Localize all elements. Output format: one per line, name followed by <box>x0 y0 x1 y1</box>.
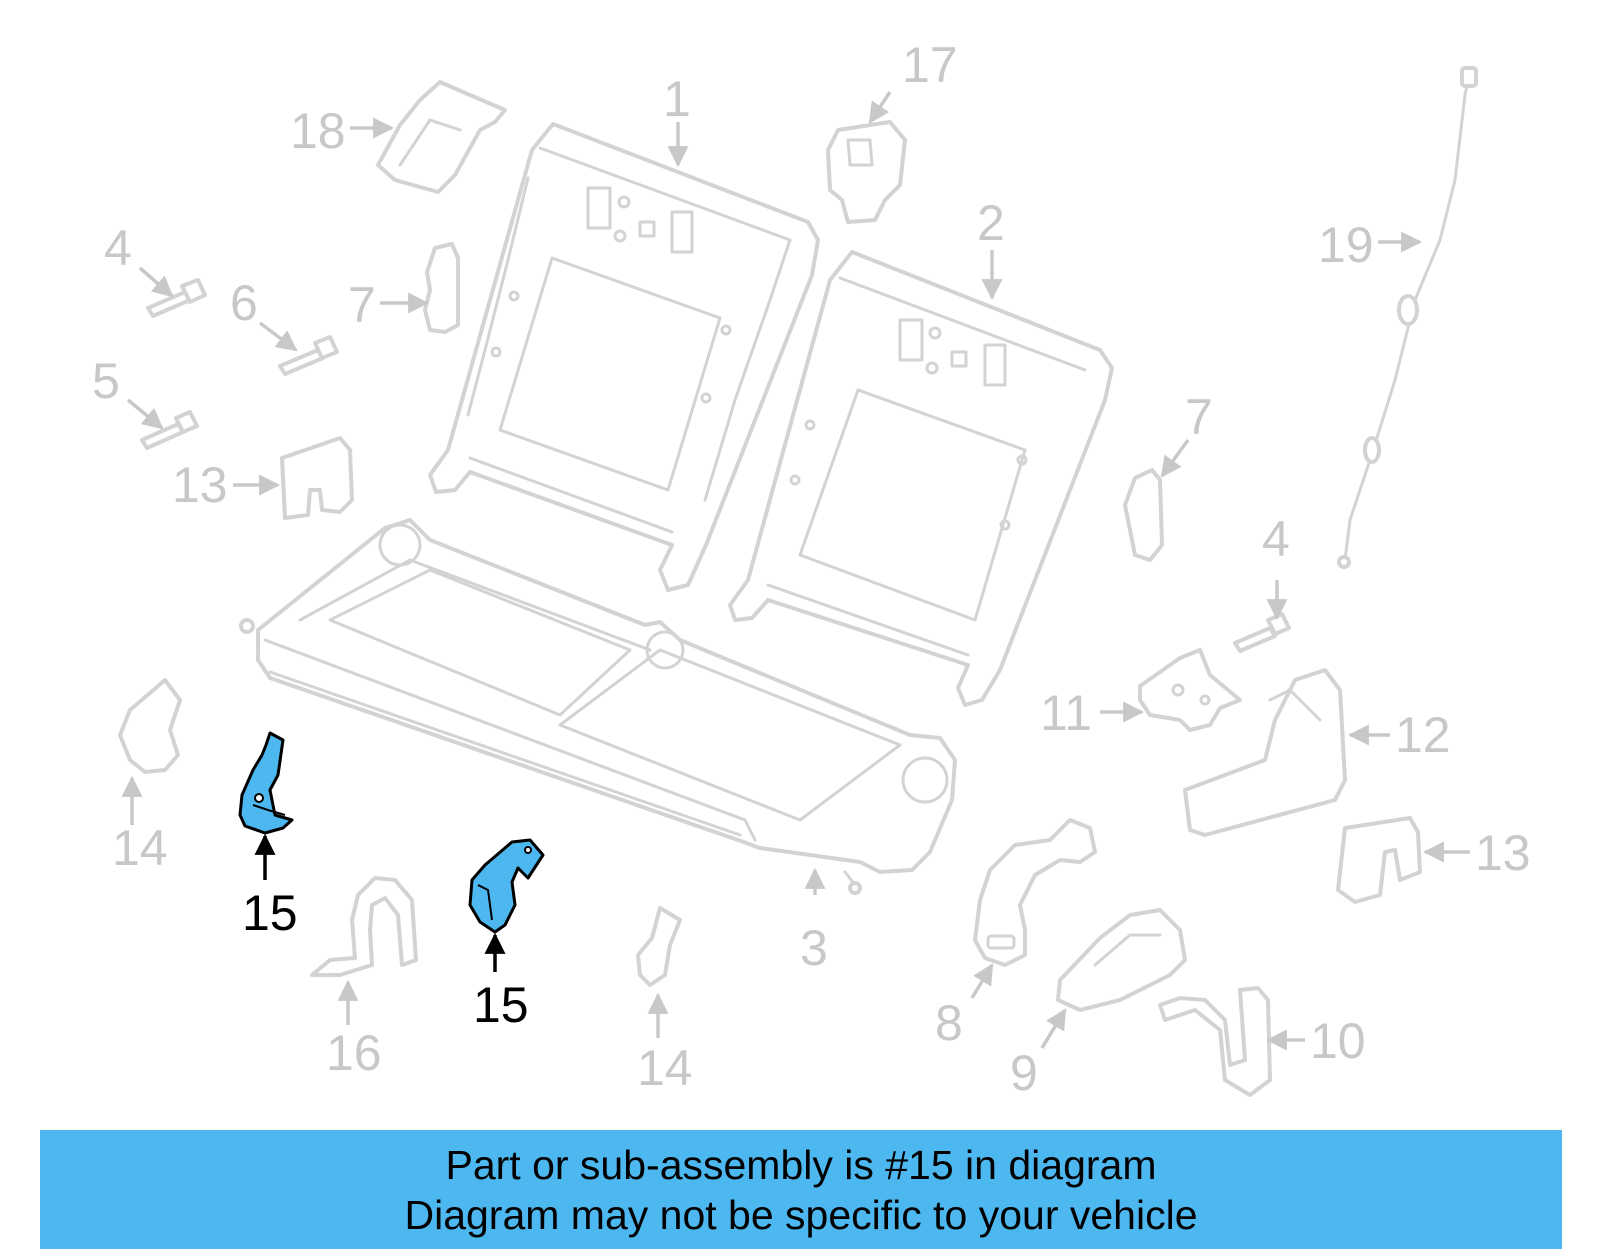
callout-labels: 1 2 3 4 4 5 6 7 7 8 9 10 11 12 13 13 14 … <box>92 37 1531 1101</box>
seatback-frame-left <box>428 122 820 592</box>
part-9-housing <box>1056 908 1187 1012</box>
callout-15-left: 15 <box>242 885 298 941</box>
callout-5: 5 <box>92 353 120 409</box>
part-5-bolt <box>140 410 199 450</box>
callout-14-center: 14 <box>637 1040 693 1096</box>
callout-13-right: 13 <box>1475 825 1531 881</box>
part-7-trim-left <box>423 242 460 334</box>
callout-2: 2 <box>977 195 1005 251</box>
part-12-trim-cover <box>1183 668 1347 837</box>
part-15-bracket-right <box>468 838 545 934</box>
seatback-frame-right <box>728 250 1114 707</box>
callout-9: 9 <box>1010 1045 1038 1101</box>
callout-16: 16 <box>326 1025 382 1081</box>
part-19-cable <box>1337 66 1478 569</box>
callout-8: 8 <box>935 995 963 1051</box>
part-14-bracket-left <box>118 678 182 774</box>
seat-cushion-frame <box>239 518 957 895</box>
callout-13-left: 13 <box>172 457 228 513</box>
banner-part-text: Part or sub-assembly is #15 in diagram <box>445 1142 1157 1188</box>
callout-12: 12 <box>1395 707 1451 763</box>
callout-6: 6 <box>230 275 258 331</box>
part-7-trim-right <box>1123 468 1164 562</box>
callout-4-left: 4 <box>104 220 132 276</box>
part-10-clip <box>1158 986 1272 1097</box>
callout-15-right: 15 <box>473 977 529 1033</box>
callout-3: 3 <box>800 920 828 976</box>
callout-7-left: 7 <box>348 277 376 333</box>
info-banner: Part or sub-assembly is #15 in diagram D… <box>40 1130 1562 1249</box>
callout-4-right: 4 <box>1262 511 1290 567</box>
part-8-bracket <box>973 818 1097 967</box>
part-4-bolt-right <box>1233 612 1291 653</box>
callout-1: 1 <box>663 71 691 127</box>
part-14-bracket-center <box>636 906 682 987</box>
part-13-cover-right <box>1336 816 1422 904</box>
part-11-bracket <box>1138 648 1242 732</box>
part-4-bolt-left <box>146 278 207 318</box>
part-15-bracket-left <box>238 731 294 835</box>
callout-18: 18 <box>290 103 346 159</box>
leader-lines <box>121 91 1470 1051</box>
part-16-strap <box>310 876 418 977</box>
callout-17: 17 <box>902 37 958 93</box>
part-17-latch <box>826 120 907 224</box>
callout-11: 11 <box>1040 685 1092 741</box>
banner-disclaimer-text: Diagram may not be specific to your vehi… <box>404 1192 1198 1238</box>
part-18-bracket <box>376 80 507 194</box>
part-13-cover-left <box>280 436 354 520</box>
callout-19: 19 <box>1318 217 1374 273</box>
callout-10: 10 <box>1310 1013 1366 1069</box>
callout-7-right: 7 <box>1185 389 1213 445</box>
part-6-bolt <box>278 335 339 376</box>
callout-14-left: 14 <box>112 820 168 876</box>
